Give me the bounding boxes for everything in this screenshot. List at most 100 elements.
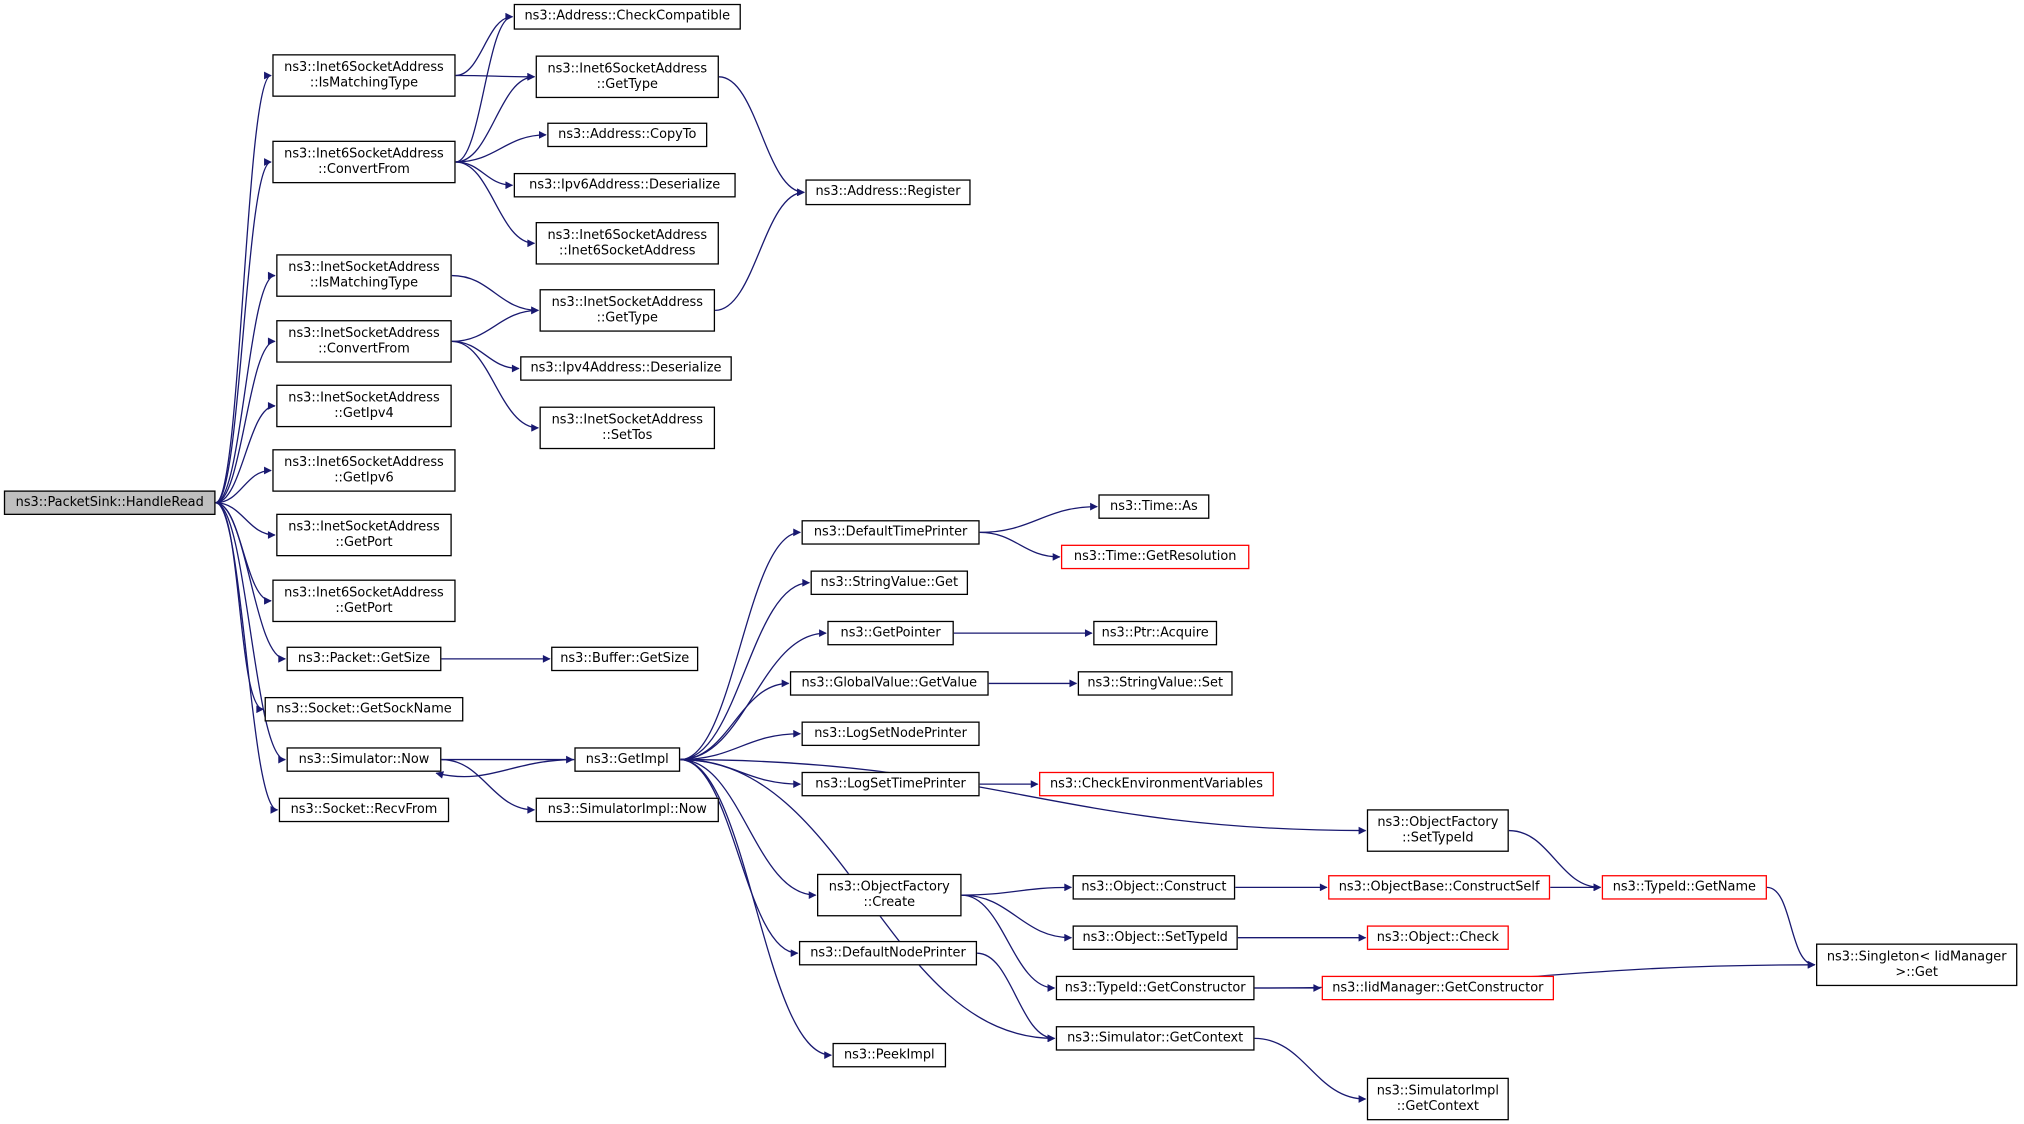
node-label-line: ::GetIpv6 — [334, 470, 394, 485]
node-label-line: ns3::DefaultNodePrinter — [810, 945, 966, 960]
node-peekimpl[interactable]: ns3::PeekImpl — [832, 1042, 947, 1068]
edge-i4_gettype-to-addr_register — [715, 188, 805, 312]
node-label-line: ::IsMatchingType — [309, 275, 419, 290]
edge-root-to-i4_convert — [215, 337, 276, 504]
node-label-line: ns3::LogSetTimePrinter — [815, 776, 966, 791]
node-label-line: ::IsMatchingType — [309, 75, 419, 90]
node-objectbase-constructself[interactable]: ns3::ObjectBase::ConstructSelf — [1328, 875, 1551, 900]
node-label-line: ns3::Object::Check — [1376, 930, 1499, 945]
node-defaulttimeprinter[interactable]: ns3::DefaultTimePrinter — [801, 520, 980, 545]
node-label-line: ns3::SimulatorImpl::Now — [547, 802, 707, 817]
node-stringvalue-set[interactable]: ns3::StringValue::Set — [1077, 671, 1233, 696]
node-address-register[interactable]: ns3::Address::Register — [805, 179, 971, 206]
node-label-line: ns3::Socket::GetSockName — [276, 701, 452, 717]
edge-getimpl-to-default_time_printer — [680, 528, 802, 761]
node-inetsocketaddress-getport[interactable]: ns3::InetSocketAddress::GetPort — [276, 513, 452, 557]
edge-i6_convert-to-i6_ctor — [455, 161, 536, 248]
node-logsettimeprinter[interactable]: ns3::LogSetTimePrinter — [801, 771, 980, 797]
node-label-line: ns3::Time::As — [1110, 499, 1198, 514]
node-defaultnodeprinter[interactable]: ns3::DefaultNodePrinter — [798, 940, 978, 966]
edge-i4_convert-to-ipv4_deser — [451, 340, 520, 373]
node-address-copyto[interactable]: ns3::Address::CopyTo — [547, 122, 708, 148]
edge-getimpl-to-stringvalue_get — [680, 578, 811, 761]
node-globalvalue-getvalue[interactable]: ns3::GlobalValue::GetValue — [789, 671, 989, 696]
edge-getimpl-to-objfactory_create — [680, 758, 817, 899]
node-label-line: ns3::InetSocketAddress — [551, 413, 703, 428]
node-label-line: ::GetIpv4 — [334, 405, 394, 421]
node-label-line: ::GetPort — [335, 600, 393, 616]
node-label-line: ns3::GetImpl — [585, 752, 669, 767]
node-label-line: ns3::Inet6SocketAddress — [284, 455, 444, 470]
edge-root-to-sock_getsockname — [215, 502, 265, 714]
node-getpointer[interactable]: ns3::GetPointer — [827, 620, 954, 646]
node-typeid-getconstructor[interactable]: ns3::TypeId::GetConstructor — [1055, 975, 1255, 1001]
node-label-line: ns3::Inet6SocketAddress — [284, 585, 444, 601]
node-label-line: ns3::InetSocketAddress — [288, 260, 440, 275]
node-ipv4address-deserialize[interactable]: ns3::Ipv4Address::Deserialize — [520, 356, 732, 381]
node-address-checkcompatible[interactable]: ns3::Address::CheckCompatible — [513, 3, 741, 30]
node-label-line: ::Create — [863, 895, 916, 910]
node-inetsocketaddress-settos[interactable]: ns3::InetSocketAddress::SetTos — [539, 406, 716, 450]
node-ptr-acquire[interactable]: ns3::Ptr::Acquire — [1093, 620, 1218, 646]
node-label-line: ns3::GetPointer — [840, 625, 941, 640]
node-object-construct[interactable]: ns3::Object::Construct — [1072, 875, 1236, 900]
node-inet6socketaddress-ismatchingtype[interactable]: ns3::Inet6SocketAddress::IsMatchingType — [272, 54, 456, 97]
node-typeid-getname[interactable]: ns3::TypeId::GetName — [1601, 875, 1767, 900]
node-inet6socketaddress-getipv6[interactable]: ns3::Inet6SocketAddress::GetIpv6 — [272, 449, 456, 492]
node-label-line: ns3::Simulator::GetContext — [1067, 1030, 1244, 1046]
node-iidmanager-getconstructor[interactable]: ns3::IidManager::GetConstructor — [1321, 975, 1555, 1001]
node-inet6socketaddress-gettype[interactable]: ns3::Inet6SocketAddress::GetType — [535, 55, 719, 99]
node-label-line: ns3::ObjectFactory — [1377, 815, 1499, 830]
edge-sim_now-to-simimpl_now — [441, 758, 536, 814]
node-inetsocketaddress-gettype[interactable]: ns3::InetSocketAddress::GetType — [539, 289, 716, 332]
node-label-line: ns3::InetSocketAddress — [551, 295, 703, 310]
node-label-line: ::SetTypeId — [1402, 830, 1474, 845]
node-label-line: ns3::StringValue::Set — [1087, 676, 1224, 691]
node-label-line: ns3::LogSetNodePrinter — [814, 726, 967, 741]
node-packet-getsize[interactable]: ns3::Packet::GetSize — [286, 646, 442, 672]
node-inet6socketaddress-inet6socketaddress[interactable]: ns3::Inet6SocketAddress::Inet6SocketAddr… — [535, 222, 719, 265]
node-simulatorimpl-getcontext[interactable]: ns3::SimulatorImpl::GetContext — [1366, 1077, 1509, 1121]
node-label-line: ns3::StringValue::Get — [820, 575, 959, 590]
edge-default_node_printer-to-sim_getcontext — [977, 952, 1056, 1043]
edge-sim_getcontext-to-simimpl_getcontext — [1254, 1037, 1367, 1103]
edge-i6_convert-to-addr_checkcompat — [455, 12, 514, 163]
node-singleton-iidmanager-get[interactable]: ns3::Singleton< IidManager>::Get — [1816, 943, 2018, 987]
node-label-line: ns3::IidManager::GetConstructor — [1332, 980, 1544, 995]
node-label-line: ns3::Inet6SocketAddress — [284, 60, 444, 75]
node-label-line: ns3::Address::CheckCompatible — [524, 9, 731, 24]
node-inetsocketaddress-convertfrom[interactable]: ns3::InetSocketAddress::ConvertFrom — [276, 320, 452, 363]
node-simulator-getcontext[interactable]: ns3::Simulator::GetContext — [1055, 1026, 1255, 1051]
edge-i4_convert-to-i4_settos — [451, 340, 539, 432]
node-inet6socketaddress-convertfrom[interactable]: ns3::Inet6SocketAddress::ConvertFrom — [272, 140, 456, 184]
node-label-line: ns3::TypeId::GetConstructor — [1064, 980, 1246, 995]
node-socket-recvfrom[interactable]: ns3::Socket::RecvFrom — [278, 797, 450, 823]
node-label-line: ::GetContext — [1396, 1099, 1479, 1114]
node-label-line: ns3::ObjectFactory — [828, 880, 950, 895]
edge-i6_ismatch-to-addr_checkcompat — [455, 12, 514, 77]
node-socket-getsockname[interactable]: ns3::Socket::GetSockName — [264, 696, 464, 722]
node-objectfactory-create[interactable]: ns3::ObjectFactory::Create — [817, 873, 962, 917]
node-simulator-now[interactable]: ns3::Simulator::Now — [286, 747, 442, 772]
node-label-line: ns3::Simulator::Now — [298, 752, 430, 767]
node-ipv6address-deserialize[interactable]: ns3::Ipv6Address::Deserialize — [513, 172, 736, 198]
node-getimpl[interactable]: ns3::GetImpl — [574, 747, 681, 772]
node-buffer-getsize[interactable]: ns3::Buffer::GetSize — [551, 646, 699, 672]
node-label-line: ns3::Singleton< IidManager — [1826, 949, 2007, 965]
node-objectfactory-settypeid[interactable]: ns3::ObjectFactory::SetTypeId — [1366, 809, 1509, 852]
edge-typeid_getname-to-singleton_get — [1766, 886, 1816, 969]
node-object-settypeid[interactable]: ns3::Object::SetTypeId — [1072, 925, 1238, 950]
node-simulatorimpl-now[interactable]: ns3::SimulatorImpl::Now — [535, 797, 719, 823]
node-inetsocketaddress-ismatchingtype[interactable]: ns3::InetSocketAddress::IsMatchingType — [276, 254, 452, 297]
node-object-check[interactable]: ns3::Object::Check — [1366, 925, 1509, 950]
node-stringvalue-get[interactable]: ns3::StringValue::Get — [810, 570, 969, 596]
node-checkenvironmentvariables[interactable]: ns3::CheckEnvironmentVariables — [1039, 771, 1274, 797]
node-label-line: >::Get — [1895, 964, 1938, 979]
node-time-as[interactable]: ns3::Time::As — [1098, 494, 1210, 519]
node-label-line: ns3::Time::GetResolution — [1073, 549, 1237, 564]
node-inet6socketaddress-getport[interactable]: ns3::Inet6SocketAddress::GetPort — [272, 579, 456, 623]
node-logsetnodeprinter[interactable]: ns3::LogSetNodePrinter — [801, 721, 980, 747]
node-time-getresolution[interactable]: ns3::Time::GetResolution — [1060, 544, 1250, 570]
node-inetsocketaddress-getipv4[interactable]: ns3::InetSocketAddress::GetIpv4 — [276, 384, 452, 428]
